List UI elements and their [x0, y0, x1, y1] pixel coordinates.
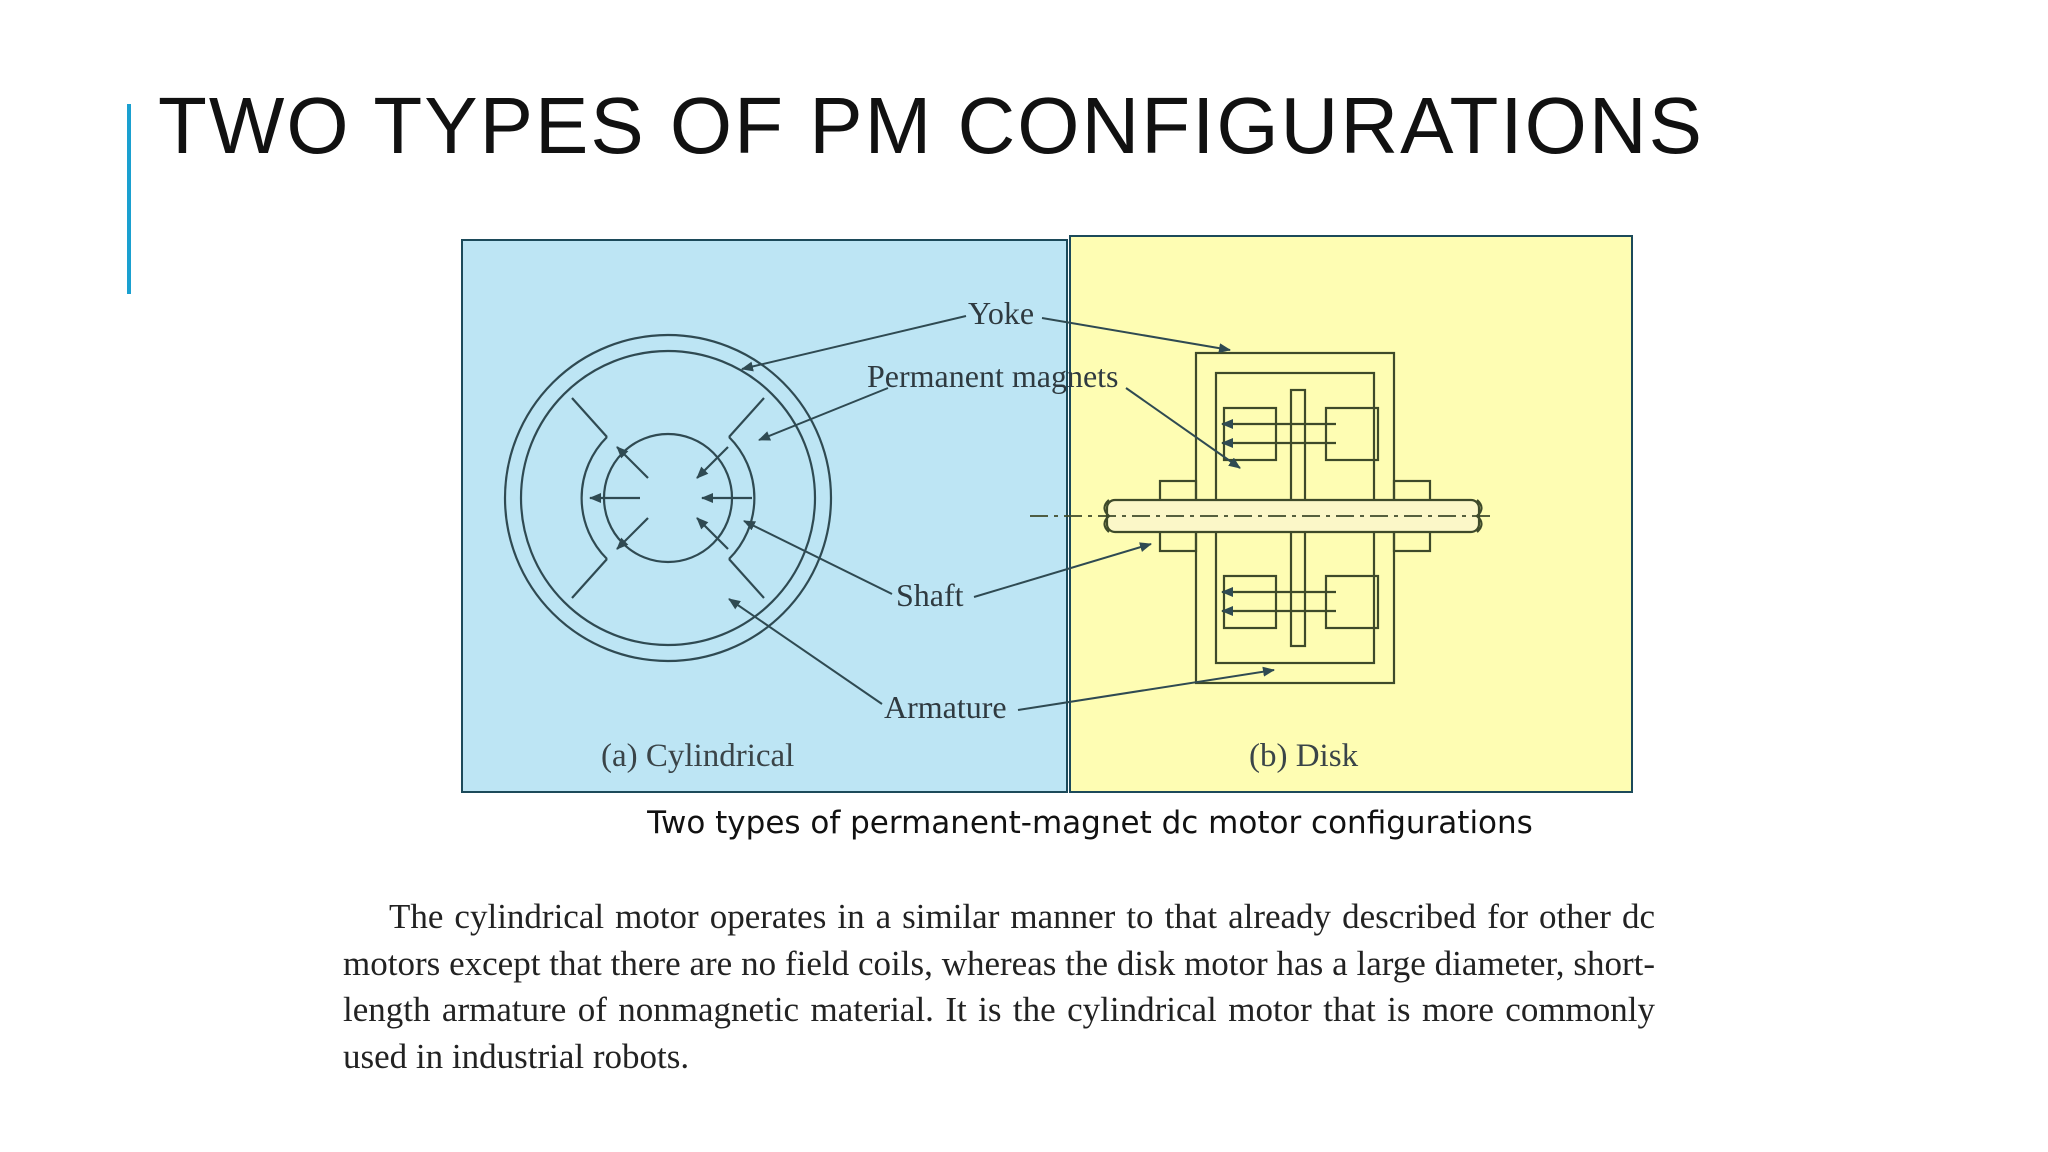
label-yoke: Yoke [968, 295, 1034, 331]
yoke-outer-ring [503, 333, 833, 663]
label-disk: (b) Disk [1249, 738, 1359, 774]
slide-title: TWO TYPES OF PM CONFIGURATIONS [158, 81, 1704, 170]
disk-motor-drawing [1030, 351, 1490, 685]
disk-magnet-top-right [1324, 406, 1380, 462]
figure-caption: Two types of permanent-magnet dc motor c… [647, 805, 1533, 841]
disk-magnet-bottom-right [1324, 574, 1380, 630]
cylindrical-motor-drawing [503, 333, 833, 663]
disk-magnet-top-left [1222, 406, 1278, 462]
permanent-magnet-left [580, 436, 608, 560]
label-cylindrical: (a) Cylindrical [601, 738, 794, 774]
accent-bar [127, 104, 131, 294]
label-permanent-magnets: Permanent magnets [867, 358, 1118, 394]
callout-leaders [728, 315, 1275, 711]
body-paragraph: The cylindrical motor operates in a simi… [343, 897, 1655, 1076]
disk-magnet-bottom-left [1222, 574, 1278, 630]
cylindrical-panel [461, 239, 1068, 793]
permanent-magnet-right [728, 436, 756, 560]
yoke-inner-ring [519, 349, 817, 647]
label-shaft: Shaft [896, 577, 964, 613]
label-armature: Armature [884, 689, 1007, 725]
